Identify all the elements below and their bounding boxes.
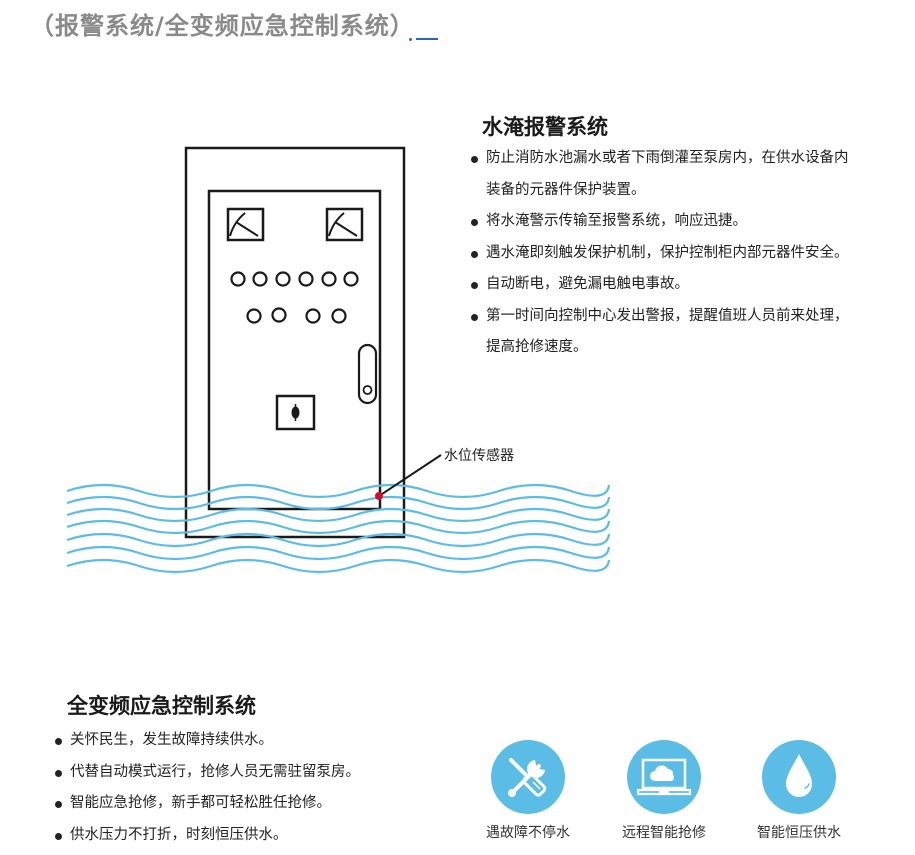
title-underline-decoration: [416, 38, 438, 40]
water-drop-icon: [762, 740, 836, 814]
meter-gauge-icon: [226, 207, 265, 242]
title-dot-decoration: [409, 38, 412, 41]
list-item: 第一时间向控制中心发出警报，提醒值班人员前来处理，提高抢修速度。: [470, 301, 855, 364]
list-item: 自动断电，避免漏电触电事故。: [470, 269, 855, 301]
feature-icons: 遇故障不停水 远程智能抢修 智能恒压供水: [478, 740, 858, 850]
feature-no-outage: 遇故障不停水: [468, 740, 588, 842]
cabinet-door-panel: [207, 189, 382, 511]
list-item: 遇水淹即刻触发保护机制，保护控制柜内部元器件安全。: [470, 238, 855, 270]
feature-label: 智能恒压供水: [757, 825, 841, 841]
list-item: 防止消防水池漏水或者下雨倒灌至泵房内，在供水设备内装备的元器件保护装置。: [470, 143, 855, 206]
cabinet-outer-frame: [184, 146, 406, 539]
flood-alarm-heading: 水淹报警系统: [482, 115, 608, 139]
door-handle-icon: [357, 343, 378, 405]
tools-icon: [491, 740, 565, 814]
control-cabinet-diagram: [66, 146, 611, 574]
indicator-lights-row-2: [246, 307, 347, 324]
list-item: 将水淹警示传输至报警系统，响应迅捷。: [470, 206, 855, 238]
feature-constant-pressure: 智能恒压供水: [739, 740, 859, 842]
list-item: 智能应急抢修，新手都可轻松胜任抢修。: [54, 788, 454, 820]
feature-label: 远程智能抢修: [622, 825, 706, 841]
indicator-lights-row-1: [230, 271, 359, 287]
page-title: （报警系统/全变频应急控制系统）: [30, 12, 415, 40]
feature-label: 遇故障不停水: [486, 825, 570, 841]
list-item: 关怀民生，发生故障持续供水。: [54, 725, 454, 757]
rotary-switch-icon: [275, 394, 316, 431]
flood-alarm-bullets: 防止消防水池漏水或者下雨倒灌至泵房内，在供水设备内装备的元器件保护装置。 将水淹…: [470, 143, 855, 364]
list-item: 供水压力不打折，时刻恒压供水。: [54, 820, 454, 852]
sensor-label: 水位传感器: [444, 448, 514, 464]
feature-remote-repair: 远程智能抢修: [604, 740, 724, 842]
water-waves: [66, 483, 611, 574]
sensor-leader-line: [378, 454, 442, 497]
vfd-emergency-heading: 全变频应急控制系统: [67, 694, 256, 718]
list-item: 代替自动模式运行，抢修人员无需驻留泵房。: [54, 757, 454, 789]
laptop-cloud-icon: [627, 740, 701, 814]
meter-gauge-icon: [325, 207, 364, 242]
vfd-emergency-bullets: 关怀民生，发生故障持续供水。 代替自动模式运行，抢修人员无需驻留泵房。 智能应急…: [54, 725, 454, 851]
water-level-sensor-dot: [375, 492, 383, 500]
